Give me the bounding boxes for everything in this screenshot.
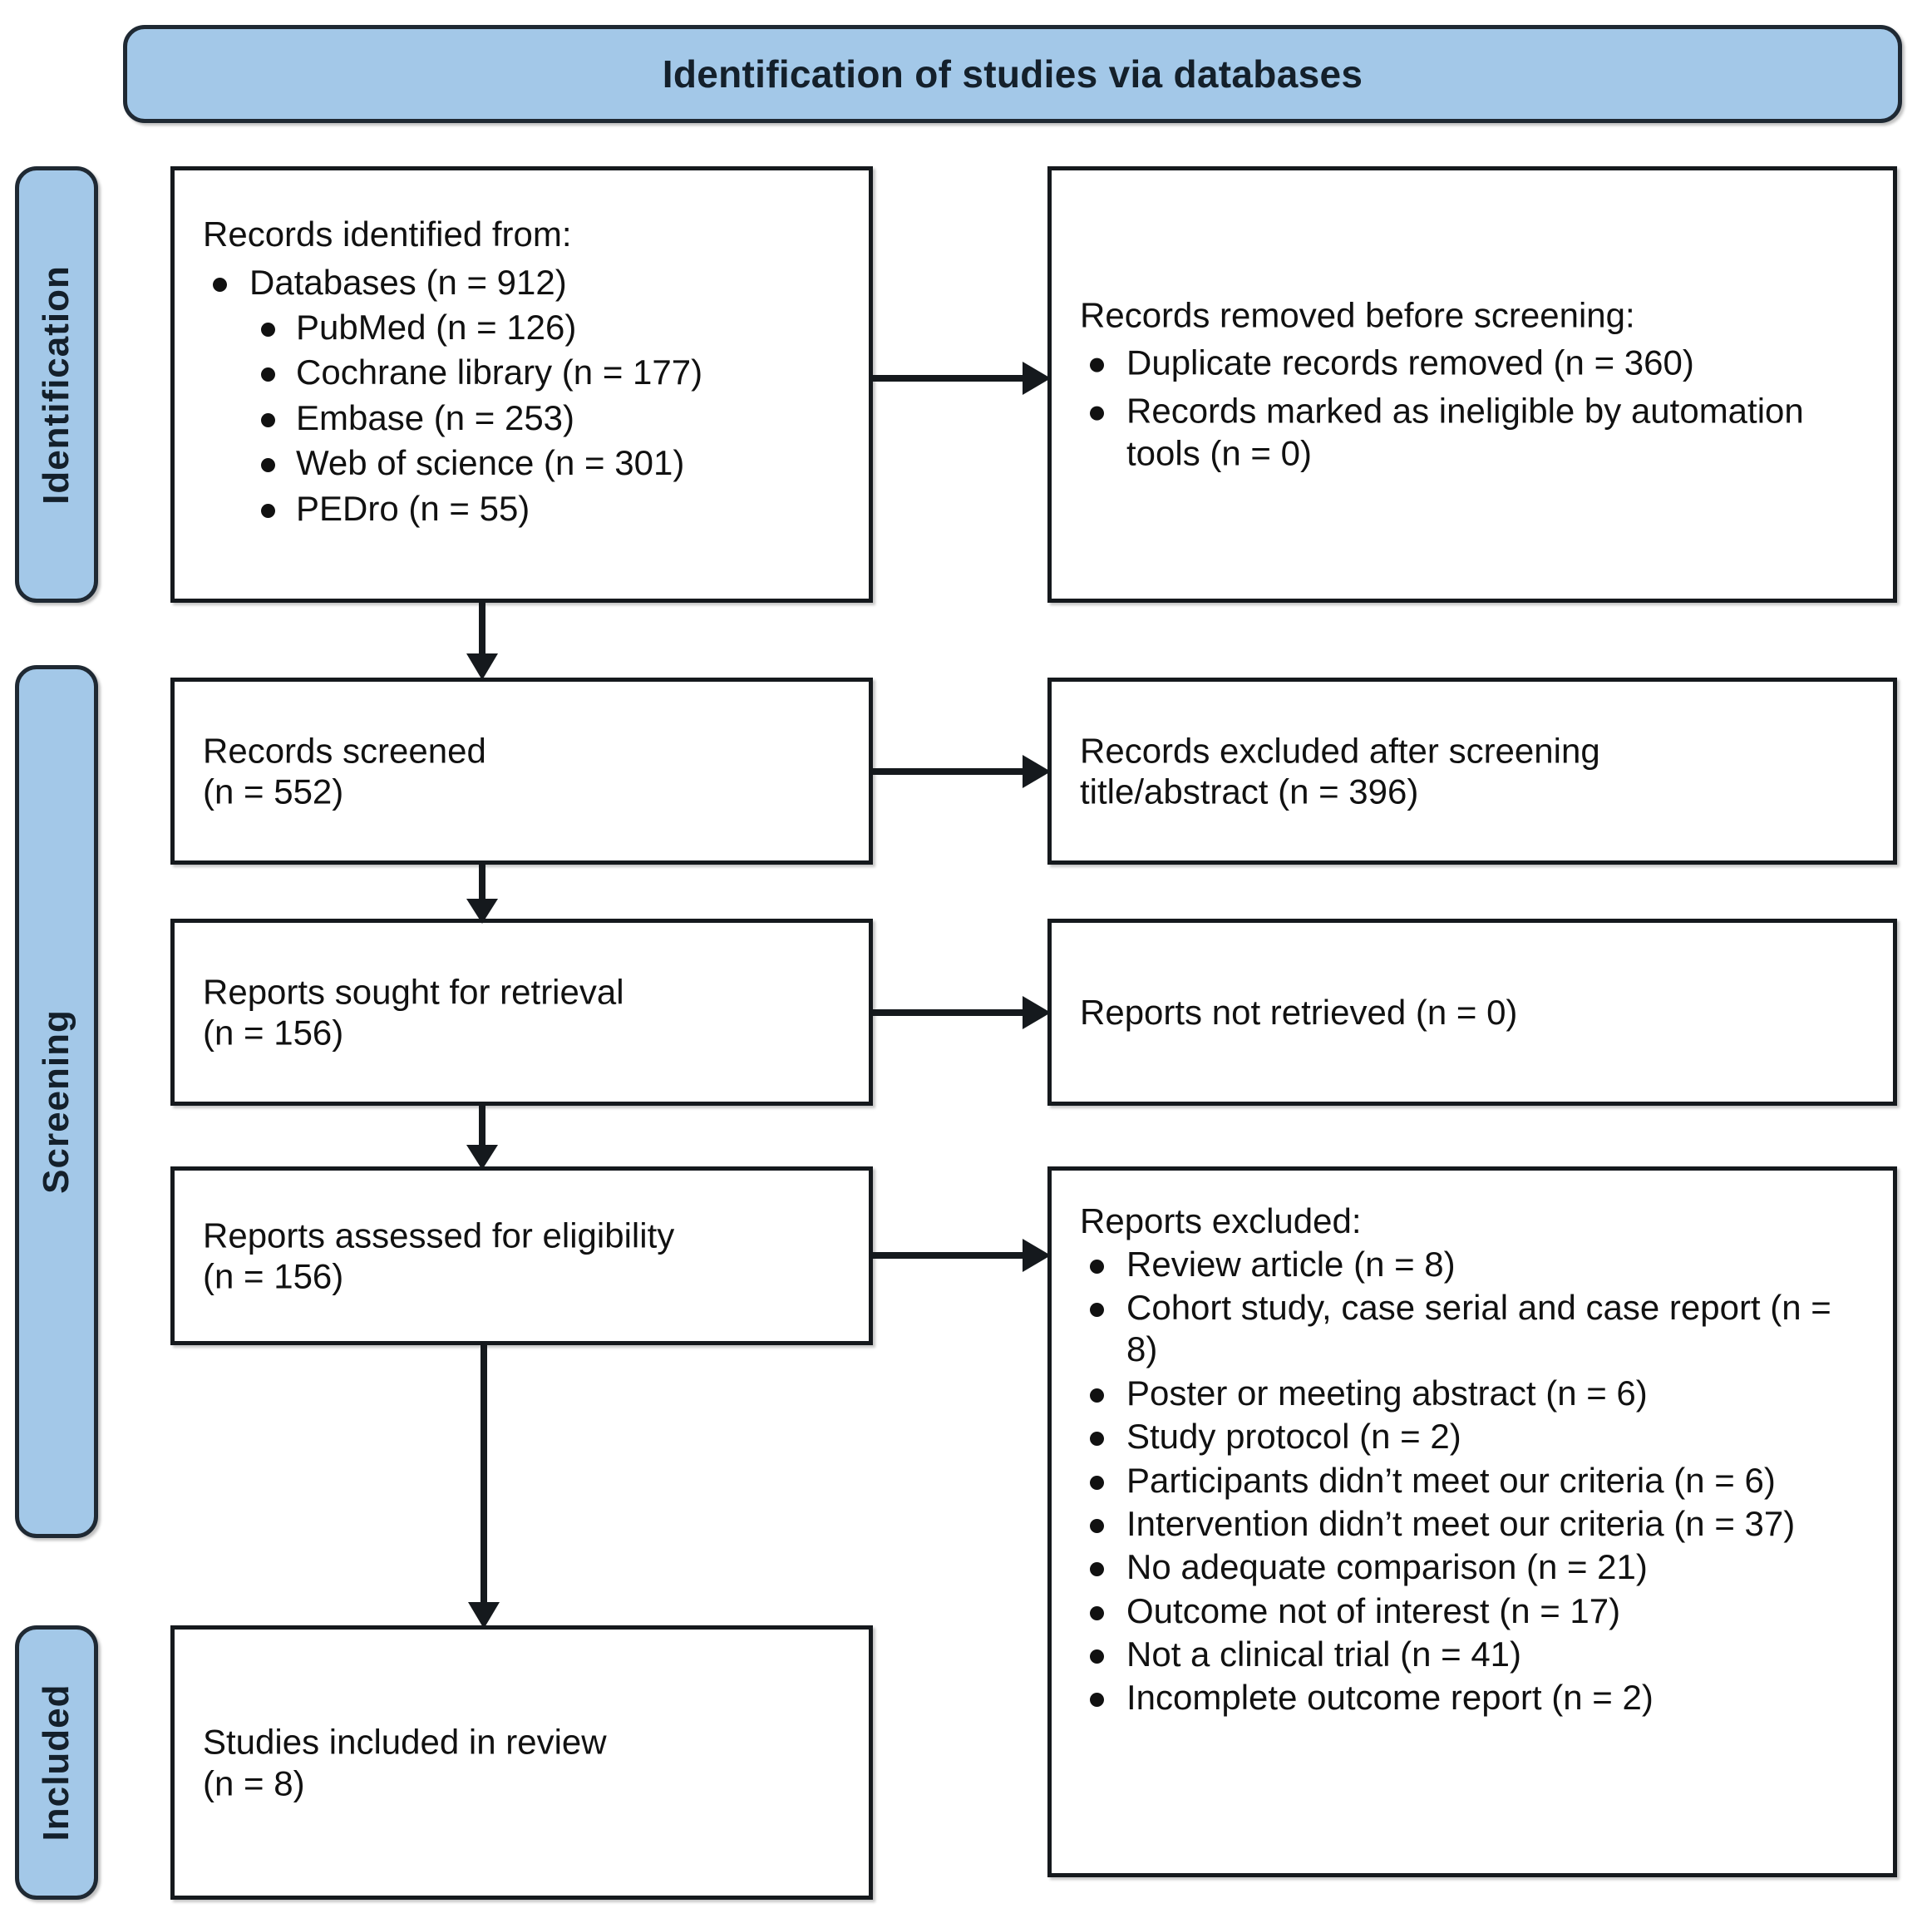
stage-label-screening-text: Screening [36, 1009, 76, 1194]
list-item: Poster or meeting abstract (n = 6) [1080, 1373, 1871, 1414]
list-item: Not a clinical trial (n = 41) [1080, 1634, 1871, 1675]
records-screened-count: (n = 552) [203, 772, 344, 811]
arrow-screened-to-sought [461, 860, 503, 925]
records-excluded-line2: title/abstract (n = 396) [1080, 772, 1419, 811]
stage-label-included-text: Included [36, 1684, 76, 1842]
stage-label-included: Included [15, 1625, 98, 1900]
list-item: Duplicate records removed (n = 360) [1080, 343, 1871, 384]
reports-not-retrieved-title: Reports not retrieved (n = 0) [1080, 992, 1518, 1032]
reports-assessed-title: Reports assessed for eligibility [203, 1215, 675, 1255]
list-item: Cohort study, case serial and case repor… [1080, 1287, 1871, 1371]
box-records-identified: Records identified from: Databases (n = … [170, 166, 873, 603]
list-item: No adequate comparison (n = 21) [1080, 1546, 1871, 1588]
box-reports-excluded: Reports excluded: Review article (n = 8)… [1047, 1166, 1897, 1877]
records-identified-title: Records identified from: [203, 214, 572, 254]
arrow-identified-to-screened [461, 599, 503, 682]
list-item: Embase (n = 253) [249, 397, 847, 439]
list-item: PEDro (n = 55) [249, 488, 847, 530]
box-reports-assessed: Reports assessed for eligibility (n = 15… [170, 1166, 873, 1345]
header-title: Identification of studies via databases [662, 52, 1363, 96]
box-studies-included: Studies included in review (n = 8) [170, 1625, 873, 1900]
stage-label-screening: Screening [15, 665, 98, 1538]
records-screened-title: Records screened [203, 730, 486, 770]
stage-label-identification: Identification [15, 166, 98, 603]
box-records-removed: Records removed before screening: Duplic… [1047, 166, 1897, 603]
list-item: Participants didn’t meet our criteria (n… [1080, 1460, 1871, 1501]
arrow-assessed-to-included [463, 1341, 505, 1630]
stage-label-identification-text: Identification [36, 264, 76, 505]
list-item: Incomplete outcome report (n = 2) [1080, 1677, 1871, 1718]
arrow-sought-to-not-retrieved [869, 992, 1056, 1033]
reports-sought-title: Reports sought for retrieval [203, 971, 624, 1011]
list-item: Records marked as ineligible by automati… [1080, 391, 1871, 475]
list-item: Outcome not of interest (n = 17) [1080, 1590, 1871, 1632]
list-item: Review article (n = 8) [1080, 1244, 1871, 1285]
box-reports-not-retrieved: Reports not retrieved (n = 0) [1047, 919, 1897, 1106]
records-identified-database-sublist: PubMed (n = 126) Cochrane library (n = 1… [249, 307, 847, 530]
records-removed-bullet-list: Duplicate records removed (n = 360) Reco… [1080, 343, 1871, 475]
list-item: Intervention didn’t meet our criteria (n… [1080, 1503, 1871, 1545]
reports-excluded-title: Reports excluded: [1080, 1201, 1362, 1240]
studies-included-count: (n = 8) [203, 1763, 305, 1802]
studies-included-title: Studies included in review [203, 1722, 607, 1762]
arrow-sought-to-assessed [461, 1102, 503, 1171]
box-reports-sought: Reports sought for retrieval (n = 156) [170, 919, 873, 1106]
list-item: Cochrane library (n = 177) [249, 352, 847, 393]
records-identified-databases-label: Databases (n = 912) [249, 262, 567, 302]
arrow-identified-to-removed [869, 357, 1056, 399]
list-item: Study protocol (n = 2) [1080, 1416, 1871, 1457]
arrow-screened-to-excluded [869, 751, 1056, 792]
box-records-excluded: Records excluded after screening title/a… [1047, 678, 1897, 865]
reports-assessed-count: (n = 156) [203, 1256, 344, 1296]
list-item: Web of science (n = 301) [249, 442, 847, 484]
records-removed-title: Records removed before screening: [1080, 295, 1635, 335]
list-item: PubMed (n = 126) [249, 307, 847, 348]
records-excluded-line1: Records excluded after screening [1080, 730, 1600, 770]
diagram-header-banner: Identification of studies via databases [123, 25, 1902, 123]
list-item: Databases (n = 912) PubMed (n = 126) Coc… [203, 262, 847, 530]
box-records-screened: Records screened (n = 552) [170, 678, 873, 865]
arrow-assessed-to-reports-excluded [869, 1235, 1056, 1276]
reports-excluded-bullet-list: Review article (n = 8) Cohort study, cas… [1080, 1244, 1871, 1719]
reports-sought-count: (n = 156) [203, 1013, 344, 1053]
records-identified-bullet-list: Databases (n = 912) PubMed (n = 126) Coc… [203, 262, 847, 530]
